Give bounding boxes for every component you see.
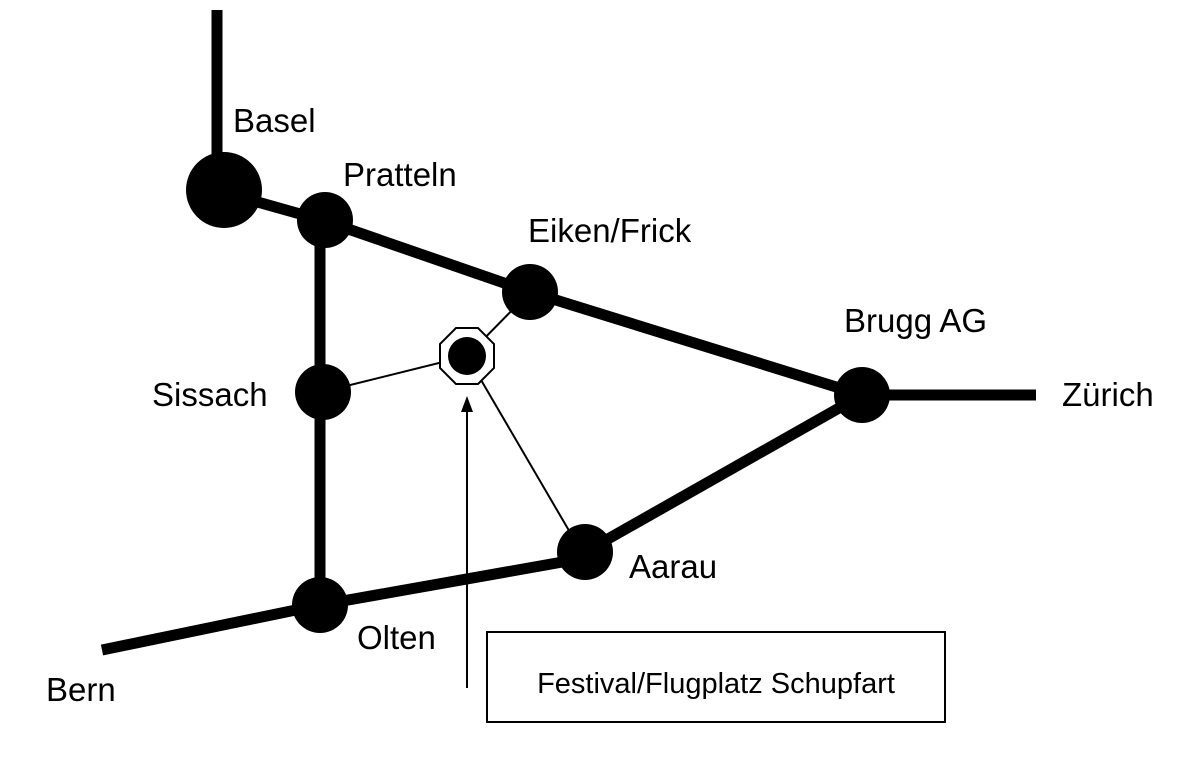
venue-callout-box — [486, 631, 946, 723]
line-pratteln-eiken — [323, 215, 532, 298]
station-node-olten — [292, 577, 348, 633]
line-brugg-aarau — [582, 390, 865, 557]
access-lines — [321, 291, 579, 547]
station-node-aarau — [557, 524, 613, 580]
venue-arrow — [461, 396, 473, 688]
label-brugg: Brugg AG — [844, 302, 987, 339]
line-olten-bern — [100, 599, 322, 656]
venue-callout-label: Festival/Flugplatz Schupfart — [537, 668, 895, 700]
label-eiken-frick: Eiken/Frick — [528, 212, 692, 249]
venue-callout: Festival/Flugplatz Schupfart — [486, 631, 946, 723]
venue-arrow-head-icon — [461, 396, 473, 412]
station-node-sissach — [295, 364, 351, 420]
label-sissach: Sissach — [152, 376, 268, 413]
label-bern: Bern — [46, 671, 116, 708]
line-eiken-brugg — [528, 286, 864, 401]
label-aarau: Aarau — [629, 548, 717, 585]
venue-marker-dot — [448, 337, 486, 375]
label-pratteln: Pratteln — [343, 156, 457, 193]
line-aarau-olten — [319, 552, 586, 611]
label-zurich: Zürich — [1062, 376, 1154, 413]
venue-marker-icon — [439, 327, 495, 385]
station-node-pratteln — [297, 192, 353, 248]
station-node-brugg — [834, 367, 890, 423]
station-node-basel — [186, 152, 262, 228]
access-line-aarau — [466, 355, 579, 547]
label-basel: Basel — [233, 102, 316, 139]
station-node-eiken-frick — [502, 264, 558, 320]
label-olten: Olten — [357, 619, 436, 656]
station-nodes — [186, 152, 890, 633]
